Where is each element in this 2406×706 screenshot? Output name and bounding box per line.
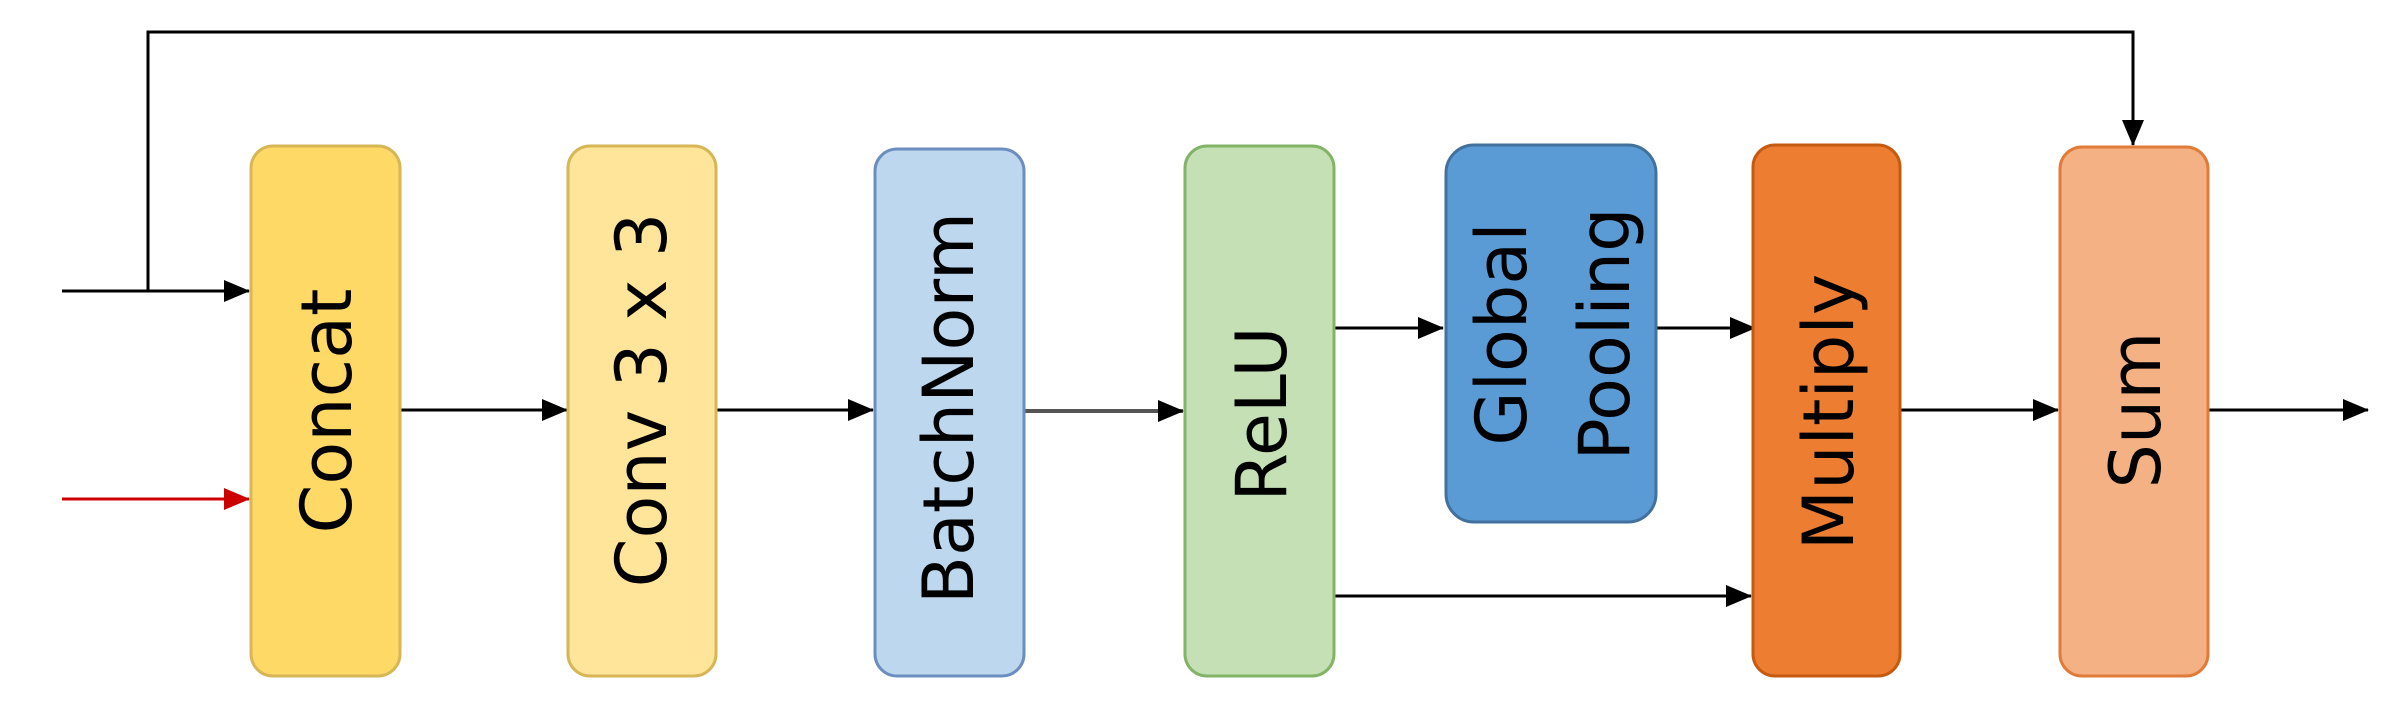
skip-connection-arrow <box>146 30 2144 291</box>
multiply-block: Multiply <box>1751 143 1902 678</box>
global-pooling-label-line2: Pooling <box>1564 207 1646 460</box>
global-pooling-block: Global Pooling <box>1444 143 1658 524</box>
global-pooling-label-line1: Global <box>1461 222 1543 445</box>
sum-label: Sum <box>2095 332 2177 489</box>
multiply-label: Multiply <box>1788 274 1870 550</box>
sum-block: Sum <box>2058 145 2210 678</box>
concat-block: Concat <box>249 144 402 678</box>
relu-label: ReLU <box>1221 326 1303 501</box>
relu-block: ReLU <box>1183 144 1336 678</box>
conv-block: Conv 3 x 3 <box>566 144 718 678</box>
batchnorm-block: BatchNorm <box>873 147 1026 678</box>
batchnorm-label: BatchNorm <box>908 212 990 604</box>
conv-label: Conv 3 x 3 <box>601 213 683 588</box>
concat-label: Concat <box>286 289 368 534</box>
